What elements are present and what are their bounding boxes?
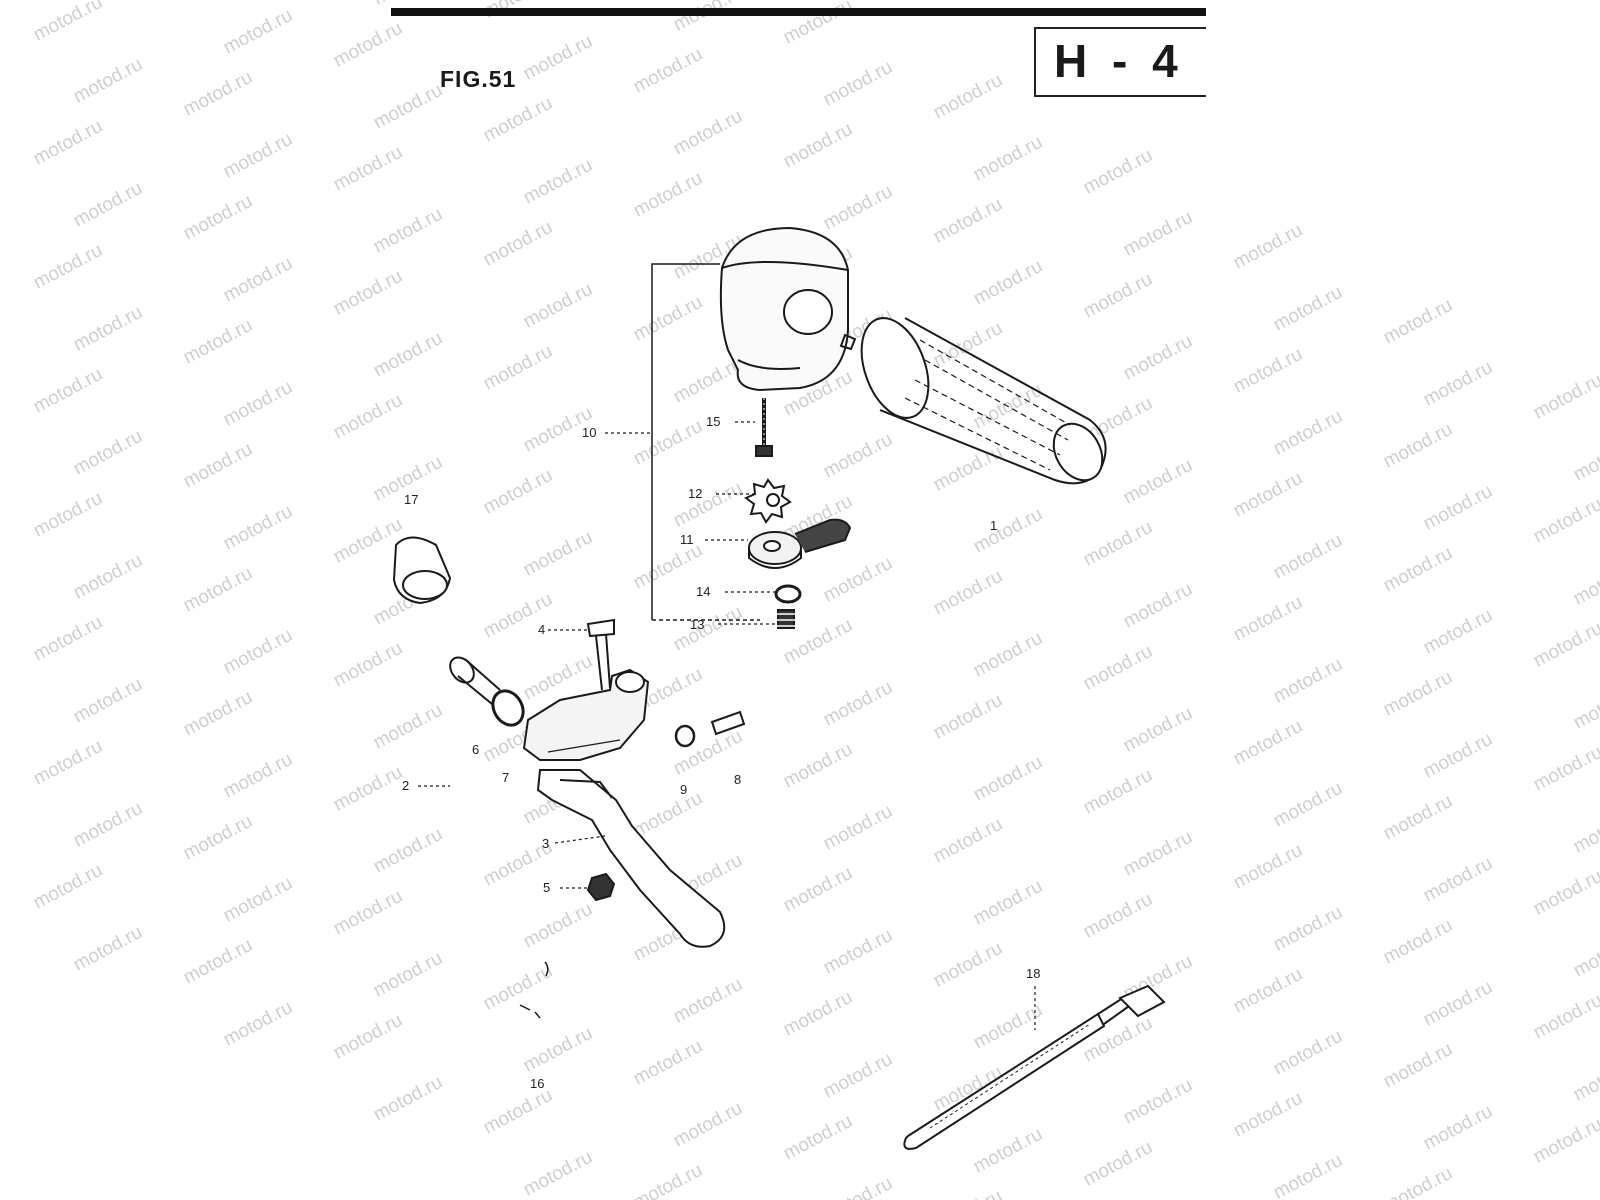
part-bushing-7 bbox=[491, 689, 525, 727]
callout-11: 11 bbox=[680, 532, 694, 547]
callout-8: 8 bbox=[734, 772, 742, 787]
callout-16: 16 bbox=[530, 1076, 545, 1091]
group-10-bracket bbox=[651, 263, 760, 621]
part-boot-17 bbox=[392, 536, 452, 605]
part-lever-bracket-2 bbox=[522, 668, 650, 761]
section-code: H - 4 bbox=[1054, 35, 1184, 87]
callout-6: 6 bbox=[472, 742, 480, 757]
part-switch-housing bbox=[719, 226, 857, 392]
part-lever-3 bbox=[536, 769, 726, 948]
part-star-washer-12 bbox=[744, 478, 792, 524]
callout-12: 12 bbox=[688, 486, 703, 501]
top-rule bbox=[391, 8, 1206, 16]
callout-10: 10 bbox=[582, 425, 597, 440]
callout-7: 7 bbox=[502, 770, 510, 785]
part-pivot-bolt-6 bbox=[449, 656, 501, 705]
part-nut-13 bbox=[776, 609, 796, 629]
figure-label: FIG.51 bbox=[440, 66, 517, 92]
section-box bbox=[1034, 27, 1206, 97]
part-choke-lever-11 bbox=[748, 518, 852, 569]
part-grip-1 bbox=[860, 317, 1107, 485]
part-cable-tie-18 bbox=[903, 984, 1166, 1150]
part-washer-14 bbox=[774, 584, 802, 604]
callout-9: 9 bbox=[680, 782, 688, 797]
callout-3: 3 bbox=[542, 836, 550, 851]
callout-4: 4 bbox=[538, 622, 546, 637]
callout-1: 1 bbox=[990, 518, 998, 533]
callout-18: 18 bbox=[1026, 966, 1041, 981]
part-bolt-4 bbox=[586, 618, 615, 691]
part-screw-15 bbox=[755, 398, 773, 457]
part-pin-8 bbox=[710, 710, 746, 736]
callout-13: 13 bbox=[690, 617, 705, 632]
part-16 bbox=[519, 961, 549, 1019]
callout-2: 2 bbox=[402, 778, 410, 793]
leader-lines bbox=[418, 421, 1036, 1030]
callout-5: 5 bbox=[543, 880, 551, 895]
callout-17: 17 bbox=[404, 492, 419, 507]
callout-15: 15 bbox=[706, 414, 721, 429]
part-nut-5 bbox=[586, 872, 616, 902]
part-nut-9 bbox=[674, 724, 696, 748]
callout-14: 14 bbox=[696, 584, 711, 599]
